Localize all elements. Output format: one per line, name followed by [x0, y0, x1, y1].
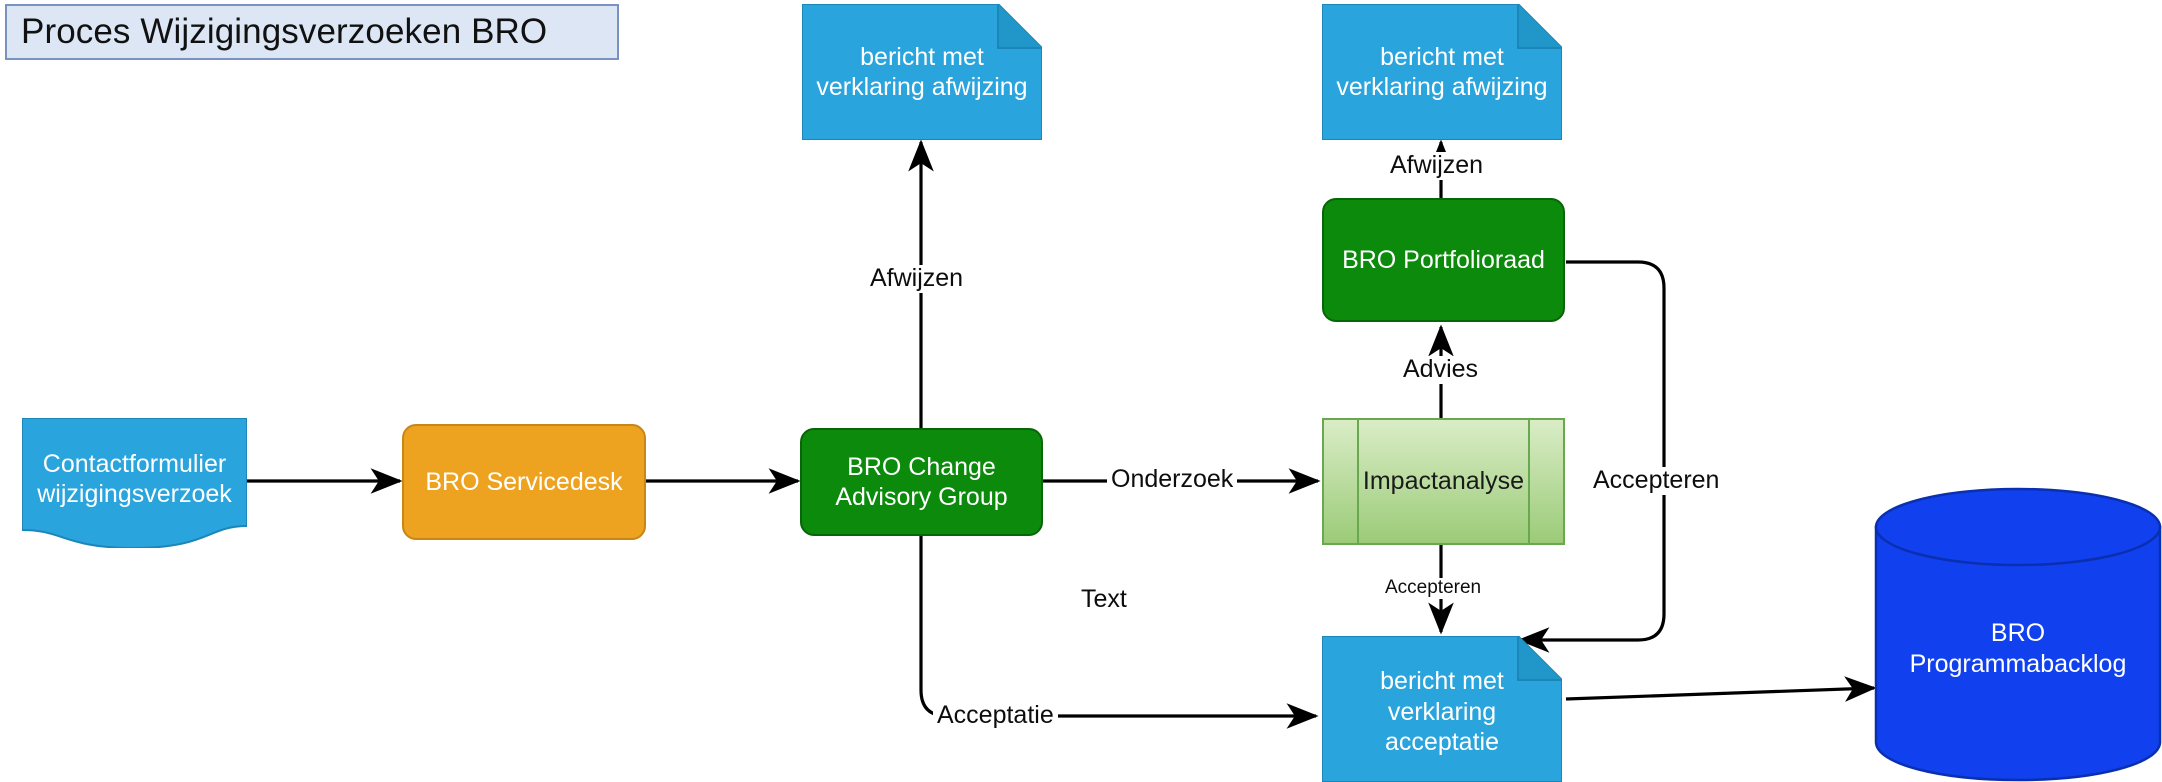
node-impactanalyse-label: Impactanalyse [1362, 467, 1525, 496]
diagram-title-banner: Proces Wijzigingsverzoeken BRO [5, 4, 619, 60]
node-bro-portfolioraad[interactable]: BRO Portfolioraad [1322, 198, 1565, 322]
node-acceptatie-note[interactable]: bericht met verklaring acceptatie [1322, 636, 1562, 782]
predefined-process-left-bar [1357, 420, 1359, 543]
note-shape [1322, 4, 1562, 140]
node-bro-programmabacklog[interactable]: BRO Programmabacklog [1874, 487, 2162, 782]
edge-label-afwijzen-left: Afwijzen [866, 264, 968, 293]
edge-label-onderzoek: Onderzoek [1107, 465, 1238, 494]
cylinder-shape [1874, 487, 2162, 782]
node-afwijzing-note-left-label: bericht met verklaring afwijzing [816, 42, 1028, 102]
node-bro-change-advisory-group[interactable]: BRO Change Advisory Group [800, 428, 1043, 536]
node-bro-servicedesk[interactable]: BRO Servicedesk [402, 424, 646, 540]
edge-label-stray-text: Text [1077, 585, 1131, 614]
node-afwijzing-note-left[interactable]: bericht met verklaring afwijzing [802, 4, 1042, 140]
edge-portfolioraad-to-acceptatie-note [1517, 260, 1666, 653]
edge-cag-to-acceptatie-note [919, 533, 1319, 729]
edge-label-advies: Advies [1399, 355, 1483, 384]
node-bro-change-advisory-group-label: BRO Change Advisory Group [835, 452, 1008, 512]
node-bro-portfolioraad-label: BRO Portfolioraad [1342, 245, 1545, 274]
edge-acceptatie-note-to-programmabacklog [1565, 676, 1877, 702]
node-contactformulier-label: Contactformulier wijzigingsverzoek [37, 449, 232, 509]
node-impactanalyse[interactable]: Impactanalyse [1322, 418, 1565, 545]
node-contactformulier[interactable]: Contactformulier wijzigingsverzoek [22, 418, 247, 548]
edge-label-accepteren-right: Accepteren [1589, 466, 1724, 495]
node-afwijzing-note-right-label: bericht met verklaring afwijzing [1336, 42, 1548, 102]
edge-label-accepteren-down: Accepteren [1381, 577, 1486, 599]
predefined-process-right-bar [1528, 420, 1530, 543]
node-bro-programmabacklog-label: BRO Programmabacklog [1909, 619, 2127, 678]
node-bro-servicedesk-label: BRO Servicedesk [425, 467, 623, 496]
node-afwijzing-note-right[interactable]: bericht met verklaring afwijzing [1322, 4, 1562, 140]
note-shape [1322, 636, 1562, 782]
edge-label-acceptatie: Acceptatie [933, 701, 1058, 730]
document-shape [22, 418, 247, 548]
page-title: Proces Wijzigingsverzoeken BRO [21, 12, 548, 51]
node-acceptatie-note-label: bericht met verklaring acceptatie [1380, 667, 1504, 757]
note-shape [802, 4, 1042, 140]
edge-label-afwijzen-right: Afwijzen [1386, 151, 1488, 180]
